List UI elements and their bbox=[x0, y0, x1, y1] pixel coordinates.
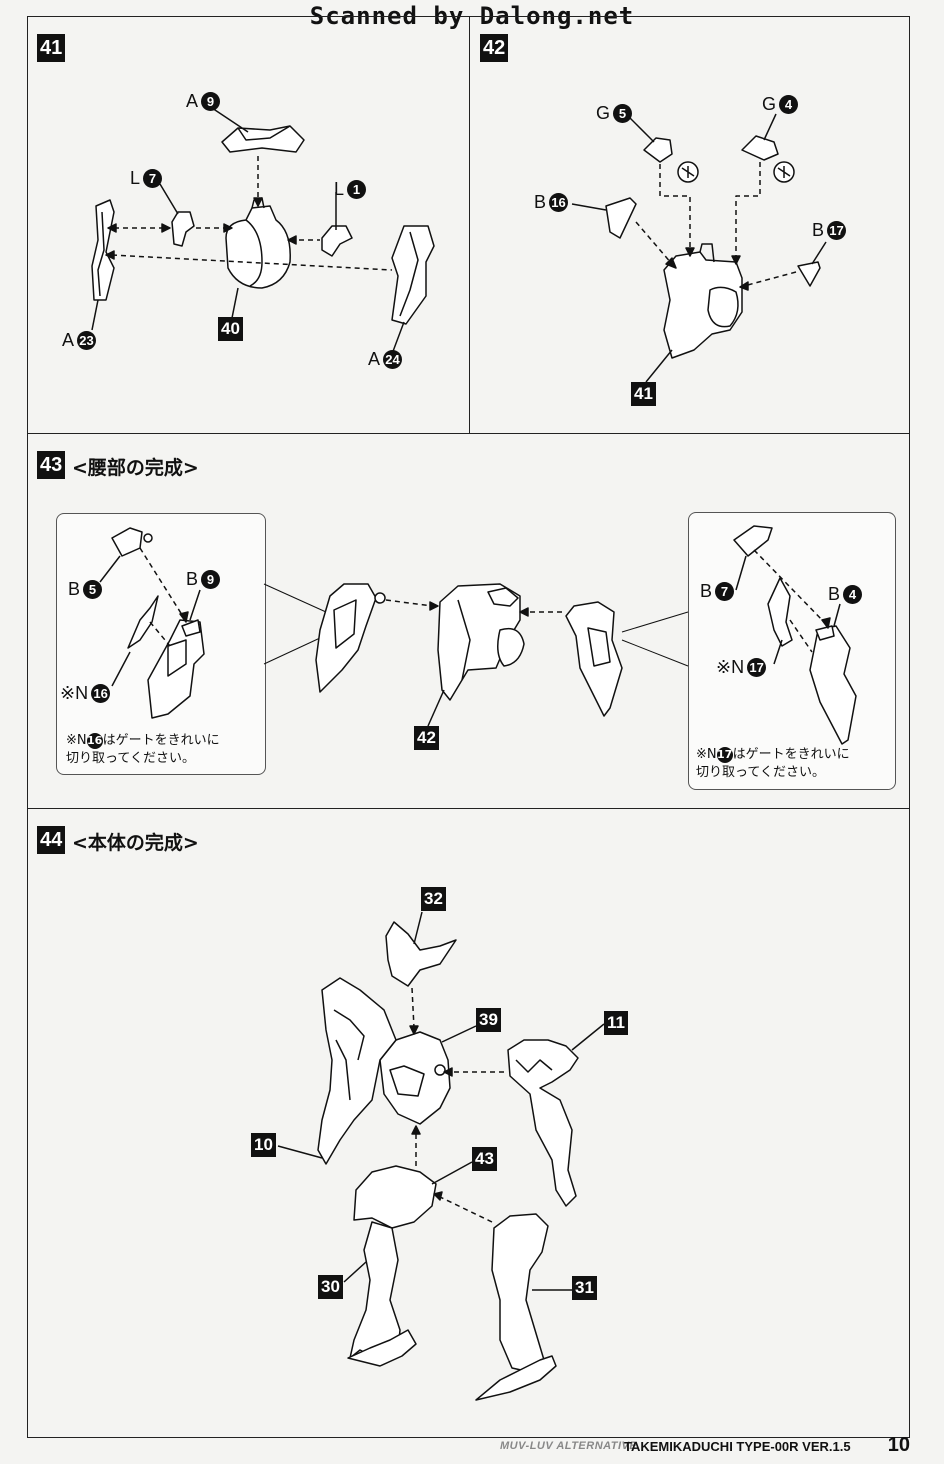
part-41-shape bbox=[663, 251, 743, 359]
footer-product: TAKEMIKADUCHI TYPE-00R VER.1.5 bbox=[624, 1439, 851, 1454]
assembly-tag-10: 10 bbox=[251, 1133, 276, 1157]
assembly-tag-32: 32 bbox=[421, 887, 446, 911]
part-a24-shape bbox=[391, 225, 435, 325]
note-n17-gate: ※N17はゲートをきれいに 切り取ってください。 bbox=[696, 747, 850, 780]
assembly-tag-40: 40 bbox=[218, 317, 243, 341]
footer-series: MUV-LUV ALTERNATIVE bbox=[500, 1440, 638, 1452]
assembly-tag-42: 42 bbox=[414, 726, 439, 750]
assembly-tag-43: 43 bbox=[472, 1147, 497, 1171]
assembly-tag-31: 31 bbox=[572, 1276, 597, 1300]
detail-box-right bbox=[688, 512, 896, 790]
step44-panel bbox=[27, 808, 910, 1438]
part-b16-shape bbox=[605, 197, 637, 239]
step-44-number: 44 bbox=[37, 826, 66, 854]
assembly-tag-39: 39 bbox=[476, 1008, 501, 1032]
part-b17-shape bbox=[797, 261, 821, 287]
part-a23-shape bbox=[91, 199, 115, 301]
step-41-number: 41 bbox=[37, 34, 66, 62]
step-42-number: 42 bbox=[480, 34, 509, 62]
page-footer: MUV-LUV ALTERNATIVE TAKEMIKADUCHI TYPE-0… bbox=[500, 1434, 910, 1458]
part-l7-shape bbox=[171, 211, 195, 247]
part-l1-shape bbox=[321, 225, 353, 257]
assembly-tag-30: 30 bbox=[318, 1275, 343, 1299]
assembly-tag-41: 41 bbox=[631, 382, 656, 406]
step-44-title: <本体の完成> bbox=[72, 832, 199, 854]
detail-box-left bbox=[56, 513, 266, 775]
part-g5-shape bbox=[643, 137, 673, 163]
step-43-number: 43 bbox=[37, 451, 66, 479]
part-g4-shape bbox=[741, 135, 779, 161]
page-number: 10 bbox=[887, 1434, 910, 1456]
step-43-title: <腰部の完成> bbox=[72, 457, 199, 479]
part-40-shape bbox=[225, 205, 291, 289]
note-n16-gate: ※N16はゲートをきれいに 切り取ってください。 bbox=[66, 733, 220, 766]
assembly-tag-11: 11 bbox=[604, 1011, 628, 1035]
